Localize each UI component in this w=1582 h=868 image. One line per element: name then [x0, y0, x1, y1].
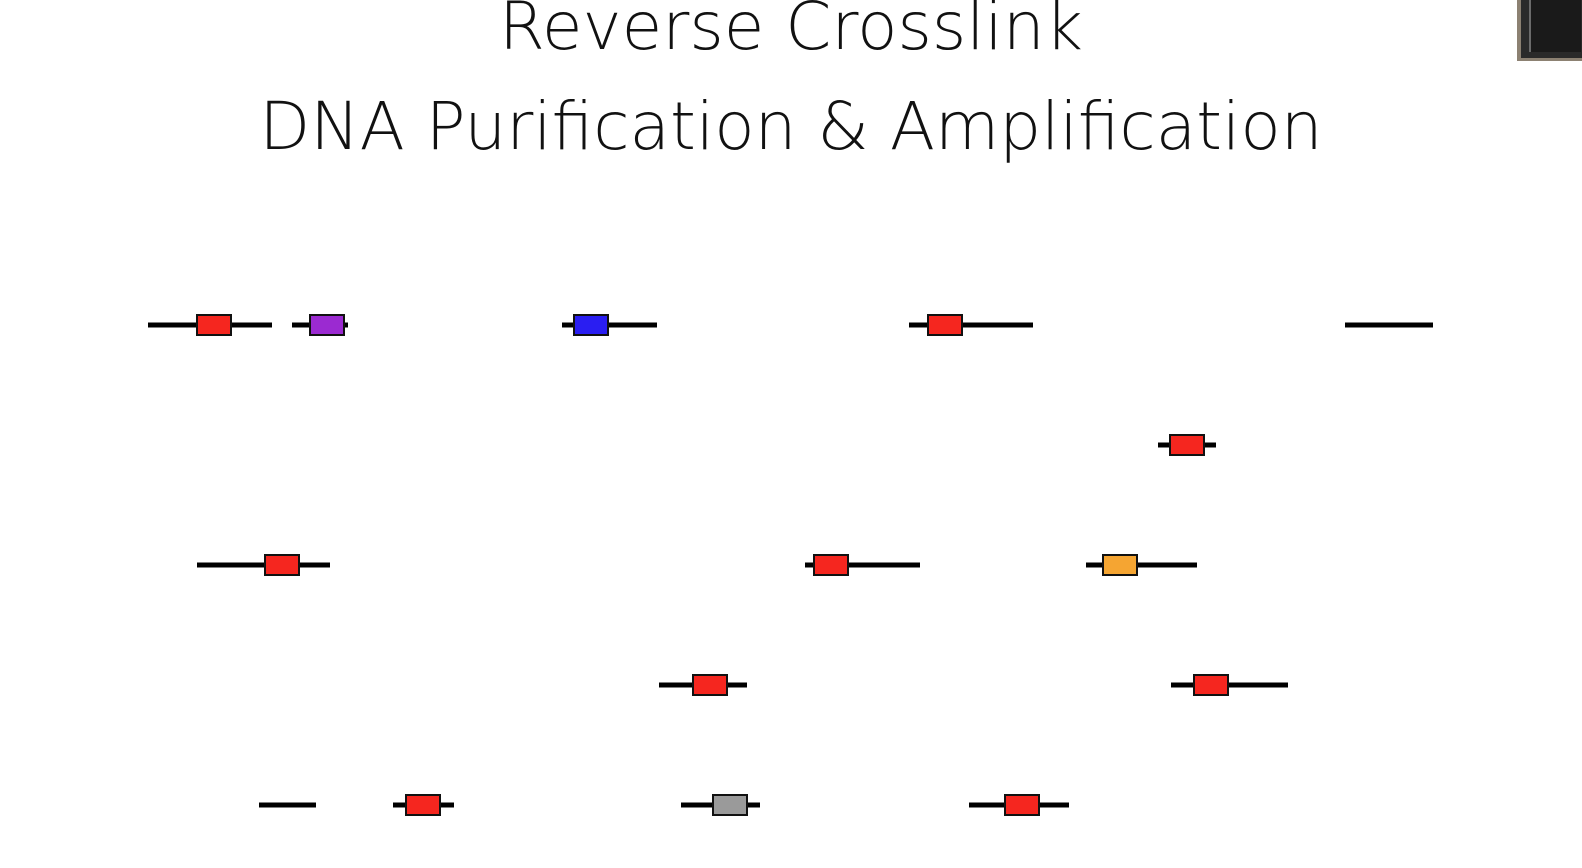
protein-red-marker	[813, 554, 849, 576]
dna-fragment	[1171, 674, 1288, 696]
dna-fragment	[148, 314, 272, 336]
dna-fragment	[1158, 434, 1216, 456]
dna-fragment	[805, 554, 920, 576]
protein-blue-marker	[573, 314, 609, 336]
presenter-video-thumbnail	[1517, 0, 1582, 61]
protein-gray-marker	[712, 794, 748, 816]
dna-fragment	[1086, 554, 1197, 576]
protein-red-marker	[1004, 794, 1040, 816]
protein-red-marker	[1193, 674, 1229, 696]
protein-orange-marker	[1102, 554, 1138, 576]
dna-fragment	[681, 794, 760, 816]
protein-red-marker	[264, 554, 300, 576]
dna-fragment	[292, 314, 348, 336]
slide-title-line-2: DNA Purification & Amplification	[259, 88, 1323, 165]
dna-fragment	[969, 794, 1069, 816]
protein-purple-marker	[309, 314, 345, 336]
protein-red-marker	[927, 314, 963, 336]
dna-fragment	[909, 314, 1033, 336]
protein-red-marker	[196, 314, 232, 336]
dna-fragment	[393, 794, 454, 816]
protein-red-marker	[1169, 434, 1205, 456]
dna-fragment	[562, 314, 657, 336]
dna-fragment	[659, 674, 747, 696]
protein-red-marker	[692, 674, 728, 696]
protein-red-marker	[405, 794, 441, 816]
presenter-video-frame	[1529, 0, 1581, 52]
slide-title-line-1: Reverse Crosslink	[499, 0, 1083, 65]
dna-fragment	[197, 554, 330, 576]
